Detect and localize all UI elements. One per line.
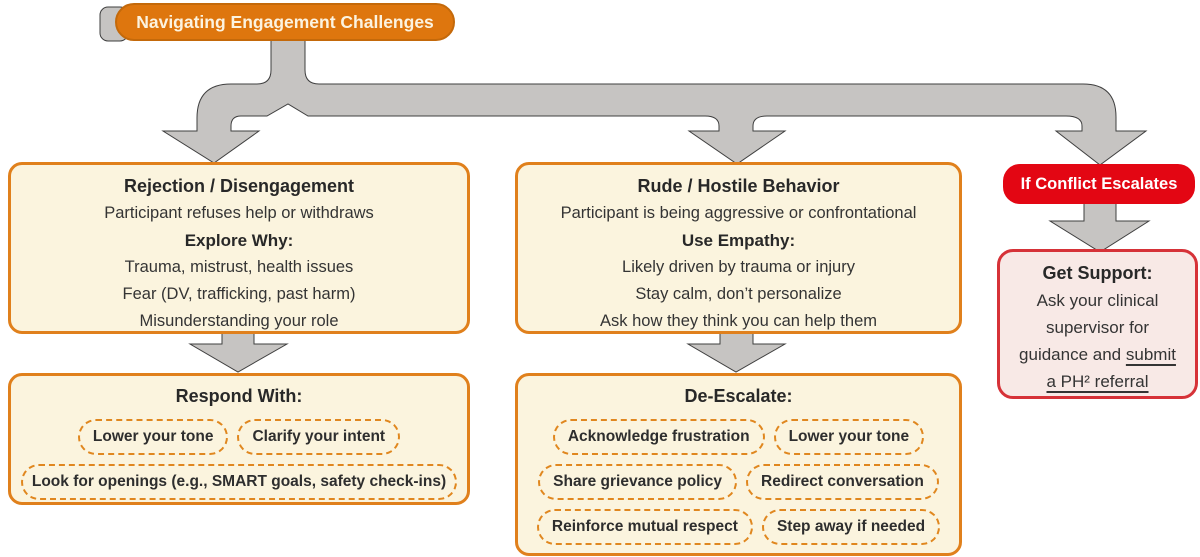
escalation-down-arrow xyxy=(1048,195,1151,253)
if-conflict-escalates-label: If Conflict Escalates xyxy=(1003,164,1195,204)
support-line-plain: guidance and xyxy=(1019,345,1122,364)
support-line-underlined: submit xyxy=(1125,345,1176,364)
flowchart-title: Navigating Engagement Challenges xyxy=(115,3,455,41)
rejection-box-bullet: Fear (DV, trafficking, past harm) xyxy=(122,285,356,303)
rejection-box-title: Rejection / Disengagement xyxy=(123,176,355,196)
deescalate-pill: Reinforce mutual respect xyxy=(536,509,753,545)
rejection-down-arrow xyxy=(188,332,289,373)
rejection-box-intro: Participant refuses help or withdraws xyxy=(104,204,374,222)
rejection-disengagement-box: Rejection / Disengagement Participant re… xyxy=(8,162,470,334)
support-line: supervisor for xyxy=(1046,318,1149,337)
hostile-down-arrow xyxy=(686,332,787,373)
respond-with-box: Respond With: Lower your tone Clarify yo… xyxy=(8,373,470,505)
rejection-box-bullet: Trauma, mistrust, health issues xyxy=(124,258,354,276)
flowchart-title-label: Navigating Engagement Challenges xyxy=(136,11,434,32)
get-support-box: Get Support: Ask your clinical superviso… xyxy=(997,249,1198,399)
hostile-box-intro: Participant is being aggressive or confr… xyxy=(560,204,917,222)
deescalate-pill: Redirect conversation xyxy=(746,464,939,500)
hostile-box-title: Rude / Hostile Behavior xyxy=(637,176,840,196)
hostile-box-bullet: Likely driven by trauma or injury xyxy=(622,258,855,276)
deescalate-pill: Acknowledge frustration xyxy=(552,419,765,455)
escalation-label-text: If Conflict Escalates xyxy=(1020,174,1178,193)
respond-box-title: Respond With: xyxy=(175,386,303,406)
respond-wide-pill: Look for openings (e.g., SMART goals, sa… xyxy=(20,464,458,500)
deescalate-pill: Share grievance policy xyxy=(538,464,738,500)
hostile-box-subtitle: Use Empathy: xyxy=(681,231,796,250)
rejection-box-subtitle: Explore Why: xyxy=(184,231,294,250)
hostile-box-bullet: Stay calm, don’t personalize xyxy=(635,285,842,303)
rejection-box-bullet: Misunderstanding your role xyxy=(139,312,339,330)
support-line: a PH² referral xyxy=(1000,368,1195,395)
support-line: Ask your clinical xyxy=(1036,291,1159,310)
de-escalate-box: De-Escalate: Acknowledge frustration Low… xyxy=(515,373,962,556)
deescalate-box-title: De-Escalate: xyxy=(684,386,793,406)
rude-hostile-box: Rude / Hostile Behavior Participant is b… xyxy=(515,162,962,334)
support-box-title: Get Support: xyxy=(1042,263,1153,283)
hostile-box-bullet: Ask how they think you can help them xyxy=(600,312,877,330)
respond-pill: Clarify your intent xyxy=(237,419,401,455)
respond-pill-row: Lower your tone Clarify your intent xyxy=(11,419,467,455)
branch-connector-arrow xyxy=(161,39,1148,166)
support-line-underlined: a PH² referral xyxy=(1046,372,1149,391)
respond-pill: Lower your tone xyxy=(77,419,229,455)
deescalate-pill: Lower your tone xyxy=(773,419,925,455)
deescalate-pill-row: Share grievance policy Redirect conversa… xyxy=(518,464,959,500)
respond-pill-row: Look for openings (e.g., SMART goals, sa… xyxy=(11,464,467,500)
deescalate-pill-row: Reinforce mutual respect Step away if ne… xyxy=(518,509,959,545)
deescalate-pill-row: Acknowledge frustration Lower your tone xyxy=(518,419,959,455)
deescalate-pill: Step away if needed xyxy=(761,509,941,545)
